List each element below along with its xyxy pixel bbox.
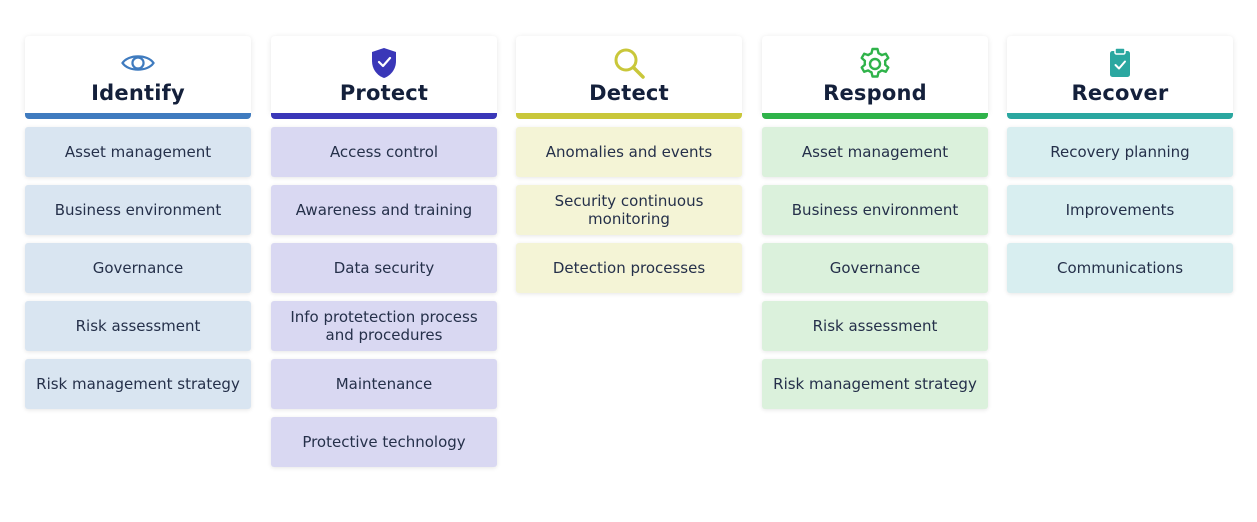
column-title-identify: Identify: [91, 81, 185, 105]
category-card: Access control: [271, 127, 497, 177]
column-header-detect: Detect: [516, 36, 742, 119]
column-title-respond: Respond: [823, 81, 927, 105]
column-accent-bar: [271, 113, 497, 119]
column-accent-bar: [516, 113, 742, 119]
column-title-detect: Detect: [589, 81, 669, 105]
category-card: Communications: [1007, 243, 1233, 293]
category-card: Risk assessment: [25, 301, 251, 351]
column-title-recover: Recover: [1071, 81, 1169, 105]
category-card: Anomalies and events: [516, 127, 742, 177]
column-accent-bar: [762, 113, 988, 119]
category-card: Risk assessment: [762, 301, 988, 351]
category-card: Protective technology: [271, 417, 497, 467]
column-detect: Detect Anomalies and events Security con…: [516, 36, 742, 301]
clipboard-check-icon: [1103, 46, 1137, 80]
column-title-protect: Protect: [339, 81, 429, 105]
gear-icon: [858, 46, 892, 80]
column-accent-bar: [1007, 113, 1233, 119]
category-card: Business environment: [762, 185, 988, 235]
column-accent-bar: [25, 113, 251, 119]
magnifier-icon: [612, 46, 646, 80]
column-header-respond: Respond: [762, 36, 988, 119]
category-card: Risk management strategy: [25, 359, 251, 409]
category-card: Info protetection process and procedures: [271, 301, 497, 351]
column-respond: Respond Asset management Business enviro…: [762, 36, 988, 417]
category-card: Governance: [762, 243, 988, 293]
category-card: Business environment: [25, 185, 251, 235]
column-protect: Protect Access control Awareness and tra…: [271, 36, 497, 475]
category-card: Asset management: [762, 127, 988, 177]
column-header-protect: Protect: [271, 36, 497, 119]
column-header-identify: Identify: [25, 36, 251, 119]
eye-icon: [121, 46, 155, 80]
category-card: Asset management: [25, 127, 251, 177]
category-card: Security continuous monitoring: [516, 185, 742, 235]
category-card: Improvements: [1007, 185, 1233, 235]
category-card: Governance: [25, 243, 251, 293]
column-header-recover: Recover: [1007, 36, 1233, 119]
category-card: Recovery planning: [1007, 127, 1233, 177]
column-identify: Identify Asset management Business envir…: [25, 36, 251, 417]
category-card: Data security: [271, 243, 497, 293]
category-card: Maintenance: [271, 359, 497, 409]
category-card: Risk management strategy: [762, 359, 988, 409]
category-card: Awareness and training: [271, 185, 497, 235]
column-recover: Recover Recovery planning Improvements C…: [1007, 36, 1233, 301]
category-card: Detection processes: [516, 243, 742, 293]
shield-check-icon: [367, 46, 401, 80]
